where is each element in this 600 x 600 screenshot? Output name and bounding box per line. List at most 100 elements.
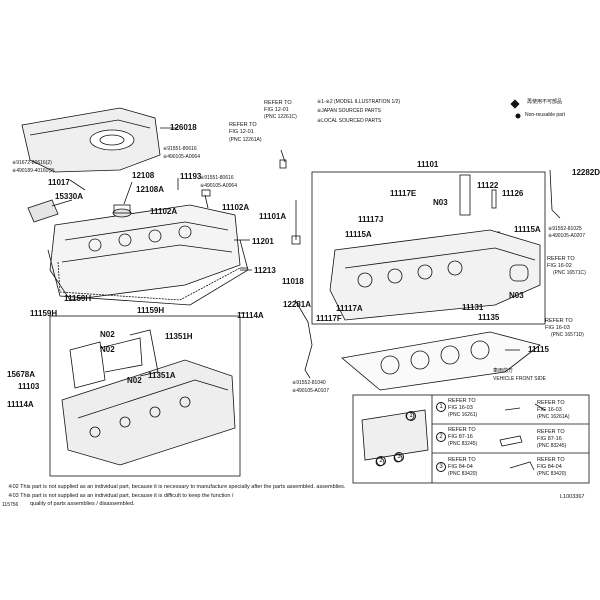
refer-12261c-1[interactable]: REFER TO (264, 100, 292, 106)
refer-16571c-3[interactable]: (PNC 16571C) (553, 270, 586, 276)
part-490105-a[interactable]: ※490105-A0064 (163, 154, 200, 160)
part-11117f[interactable]: 11117F (316, 314, 342, 323)
cam-housing-box (49, 315, 241, 477)
detail-3-refer-a[interactable]: REFER TO (448, 457, 476, 463)
detail-1-fig-a[interactable]: FIG 16-03 (448, 405, 473, 411)
part-12108[interactable]: 12108 (132, 171, 155, 180)
part-11018[interactable]: 11018 (282, 277, 304, 286)
detail-2-pnc-b[interactable]: (PNC 83245) (537, 443, 567, 449)
part-490189[interactable]: ※490189-40160(2) (12, 168, 55, 174)
bottom-code: 115756 (2, 502, 19, 508)
part-490105-b[interactable]: ※490105-A0064 (200, 183, 237, 189)
detail-3-refer-b[interactable]: REFER TO (537, 457, 565, 463)
refer-16571c-2[interactable]: FIG 16-02 (547, 263, 572, 269)
part-n02-a[interactable]: N02 (100, 330, 115, 339)
part-11126[interactable]: 11126 (502, 189, 524, 198)
legend-nonreuse-jp: 再使用不可部品 (527, 99, 563, 105)
part-91672[interactable]: ※91672-80616(2) (12, 160, 52, 166)
footnote-n03: ※03 This part is not supplied as an indi… (8, 493, 234, 499)
part-11159h-b[interactable]: 11159H (30, 309, 58, 318)
refer-12261a-1[interactable]: REFER TO (229, 122, 257, 128)
detail-3-fig-b[interactable]: FIG 84-04 (537, 464, 562, 470)
part-11135[interactable]: 11135 (478, 313, 500, 322)
part-11213[interactable]: 11213 (254, 266, 276, 275)
part-12281a[interactable]: 12281A (283, 300, 312, 309)
detail-num-2: 2 (436, 432, 446, 442)
part-91552[interactable]: ※91552-81025 (548, 226, 582, 232)
detail-2-refer-b[interactable]: REFER TO (537, 429, 565, 435)
part-126018[interactable]: 126018 (170, 123, 197, 132)
part-n03-b[interactable]: N03 (509, 291, 524, 300)
part-490105-d[interactable]: ※490105-A0107 (292, 388, 329, 394)
part-15330a[interactable]: 15330A (55, 192, 84, 201)
gasket-shape (47, 239, 249, 306)
legend-model: ※1-※2 (MODEL ILLUSTRATION 1/2) (317, 99, 401, 105)
refer-12261c-3[interactable]: (PNC 12261C) (264, 114, 297, 120)
part-11201[interactable]: 11201 (252, 237, 274, 246)
part-11102a-a[interactable]: 11102A (150, 207, 178, 216)
callout-1: 1 (406, 411, 416, 421)
injector-shape (27, 199, 59, 223)
detail-1-pnc-a[interactable]: (PNC 16261) (448, 412, 478, 418)
part-11114a-b[interactable]: 11114A (7, 400, 34, 409)
refer-16571c-1[interactable]: REFER TO (547, 256, 575, 262)
detail-num-3: 3 (436, 462, 446, 472)
detail-1-refer-a[interactable]: REFER TO (448, 398, 476, 404)
part-n02-b[interactable]: N02 (100, 345, 115, 354)
legend-local: ※LOCAL SOURCED PARTS (317, 118, 382, 124)
part-11103[interactable]: 11103 (18, 382, 40, 391)
part-11117j[interactable]: 11117J (358, 215, 384, 224)
detail-1-pnc-b[interactable]: (PNC 16261A) (537, 414, 570, 420)
part-11017[interactable]: 11017 (48, 178, 70, 187)
cam-housing-shape (61, 359, 236, 466)
part-11159h-a[interactable]: 11159H (64, 294, 92, 303)
legend-nonreuse-en: Non-reusable part (525, 112, 566, 118)
refer-16571d-2[interactable]: FIG 16-03 (545, 325, 570, 331)
detail-2-fig-b[interactable]: FIG 87-16 (537, 436, 562, 442)
part-11114a-a[interactable]: 11114A (237, 311, 264, 320)
part-n02-c[interactable]: N02 (127, 376, 142, 385)
part-11117e[interactable]: 11117E (390, 189, 417, 198)
head-gasket-shape (341, 331, 541, 391)
part-11122[interactable]: 11122 (477, 181, 499, 190)
part-12108a[interactable]: 12108A (136, 185, 165, 194)
refer-12261c-2[interactable]: FIG 12-01 (264, 107, 289, 113)
footnote-n02: ※02 This part is not supplied as an indi… (8, 484, 346, 490)
detail-2-pnc-a[interactable]: (PNC 83245) (448, 441, 478, 447)
part-11101[interactable]: 11101 (417, 160, 439, 169)
refer-12261a-3[interactable]: (PNC 12261A) (229, 137, 262, 143)
detail-2-fig-a[interactable]: FIG 87-16 (448, 434, 473, 440)
part-12282d[interactable]: 12282D (572, 168, 600, 177)
detail-2-refer-a[interactable]: REFER TO (448, 427, 476, 433)
part-15678a[interactable]: 15678A (7, 370, 36, 379)
callout-3: 3 (394, 452, 404, 462)
detail-1-refer-b[interactable]: REFER TO (537, 400, 565, 406)
part-11351h[interactable]: 11351H (165, 332, 193, 341)
part-91551-b[interactable]: ※91551-80616 (200, 175, 234, 181)
part-11115a-b[interactable]: 11115A (514, 225, 541, 234)
part-11159h-c[interactable]: 11159H (137, 306, 165, 315)
refer-16571d-3[interactable]: (PNC 16571D) (551, 332, 584, 338)
part-490105-c[interactable]: ※490105-A0207 (548, 233, 585, 239)
part-11115[interactable]: 11115 (528, 345, 549, 354)
part-11101a[interactable]: 11101A (259, 212, 287, 221)
part-91551-a[interactable]: ※91551-80616 (163, 146, 197, 152)
refer-16571d-1[interactable]: REFER TO (545, 318, 573, 324)
detail-3-pnc-b[interactable]: (PNC 83420) (537, 471, 567, 477)
part-91552-b[interactable]: ※91552-81040 (292, 380, 326, 386)
legend-japan: ※JAPAN SOURCED PARTS (317, 108, 381, 114)
part-11193[interactable]: 11193 (180, 172, 202, 181)
refer-12261a-2[interactable]: FIG 12-01 (229, 129, 254, 135)
part-n03-a[interactable]: N03 (433, 198, 448, 207)
detail-num-1: 1 (436, 402, 446, 412)
part-11131[interactable]: 11131 (462, 303, 484, 312)
detail-3-pnc-a[interactable]: (PNC 83420) (448, 471, 478, 477)
part-11351a[interactable]: 11351A (148, 371, 176, 380)
part-11115a-a[interactable]: 11115A (345, 230, 372, 239)
part-11117a[interactable]: 11117A (336, 304, 363, 313)
detail-3-fig-a[interactable]: FIG 84-04 (448, 464, 473, 470)
part-11102a-b[interactable]: 11102A (222, 203, 250, 212)
detail-1-fig-b[interactable]: FIG 16-03 (537, 407, 562, 413)
